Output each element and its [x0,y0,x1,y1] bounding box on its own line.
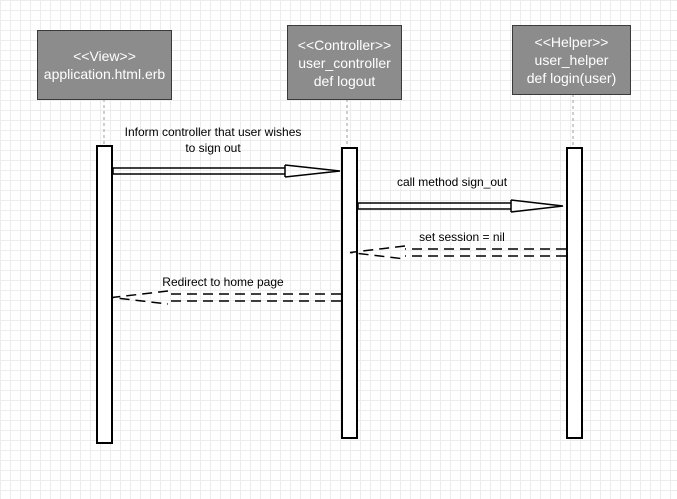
activation-bar-view [96,145,113,444]
actor-helper: <<Helper>> user_helper def login(user) [512,25,631,95]
actor-controller-method: def logout [313,72,376,89]
actor-controller-stereotype: <<Controller>> [297,36,392,53]
activation-bar-controller [341,147,358,439]
message-label-2: call method sign_out [396,175,508,189]
message-label-4: Redirect to home page [162,275,284,289]
message-label-1-line2: to sign out [185,141,241,155]
actor-view-stereotype: <<View>> [73,48,136,64]
actor-view: <<View>> application.html.erb [37,30,172,100]
message-arrow-1 [112,164,341,178]
message-label-3: set session = nil [419,230,505,244]
actor-helper-stereotype: <<Helper>> [534,34,609,50]
message-arrow-2 [357,199,564,213]
actor-view-name: application.html.erb [43,66,166,82]
activation-bar-helper [566,147,583,439]
message-arrow-4 [111,290,341,305]
actor-controller-name: user_controller [298,54,391,71]
actor-controller: <<Controller>> user_controller def logou… [287,25,402,100]
message-arrow-3 [349,245,566,260]
actor-helper-name: user_helper [534,52,609,68]
actor-helper-method: def login(user) [526,70,617,86]
message-label-1: Inform controller that user wishes to si… [113,124,313,156]
message-label-1-line1: Inform controller that user wishes [124,125,302,139]
